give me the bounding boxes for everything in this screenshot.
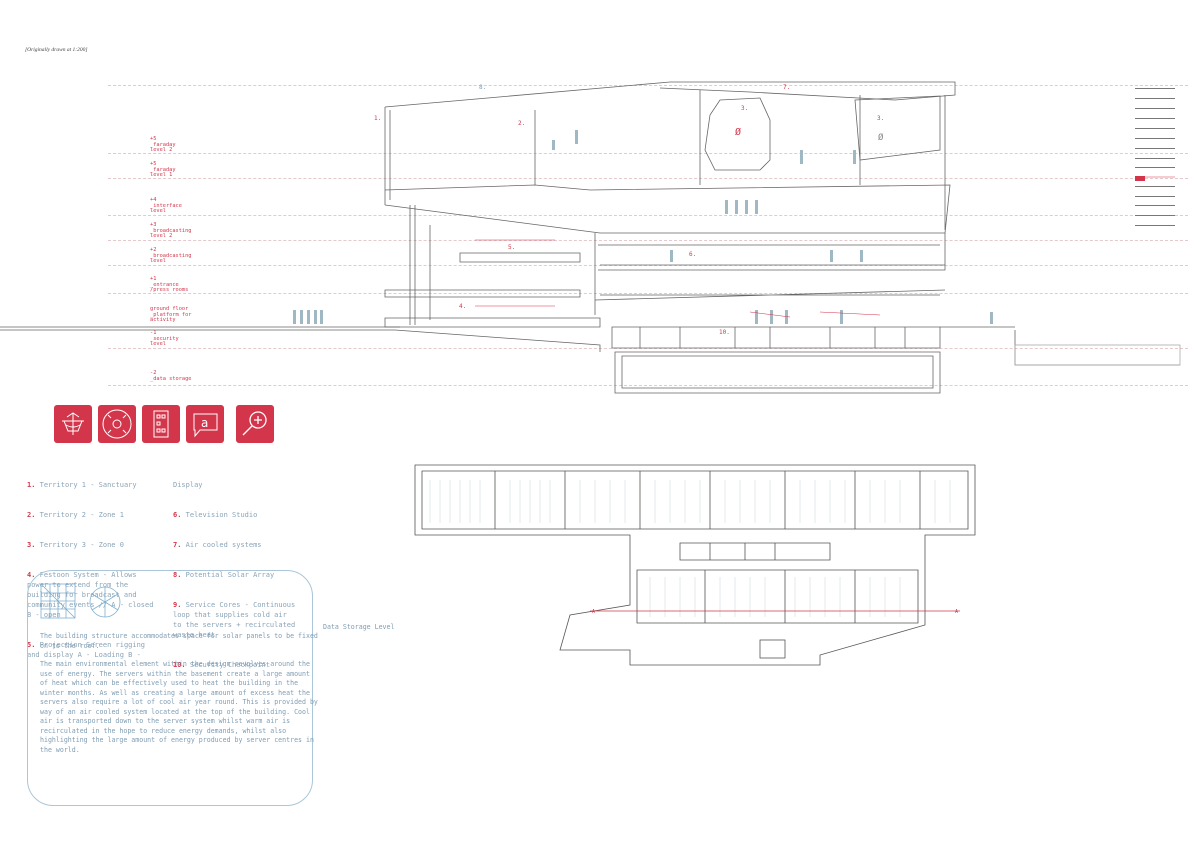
legend-item: 9. Service Cores - Continuous loop that … bbox=[173, 601, 296, 639]
level-line bbox=[108, 178, 1188, 179]
legend-item: Display bbox=[173, 481, 203, 489]
environment-panel bbox=[27, 570, 313, 806]
level-label-ground: ground floor _platform for activity bbox=[150, 306, 192, 324]
speech-bubble-icon: a bbox=[186, 405, 224, 443]
legend-item: 10. Security Checkpoint bbox=[173, 661, 270, 669]
plan-title: Data Storage Level bbox=[323, 623, 395, 631]
tag-7: 7. bbox=[783, 84, 791, 91]
legend-column-2: Display 6. Television Studio 7. Air cool… bbox=[173, 460, 295, 680]
legend-item: 6. Television Studio bbox=[173, 511, 258, 519]
legend-item: 7. Air cooled systems bbox=[173, 541, 262, 549]
level-line bbox=[108, 240, 1188, 241]
section-marker-right: A bbox=[955, 609, 959, 615]
environment-text: The building structure accommodates spac… bbox=[40, 632, 320, 764]
tag-1: 1. bbox=[374, 115, 382, 122]
tag-8: 8. bbox=[479, 84, 487, 91]
level-label-broadcasting-2: +3 _broadcasting level 2 bbox=[150, 222, 192, 240]
magnifier-icon bbox=[236, 405, 274, 443]
legend-item: 3. Territory 3 - Zone 0 bbox=[27, 541, 124, 549]
fan-icon bbox=[98, 405, 136, 443]
environment-paragraph-1: The building structure accommodates spac… bbox=[40, 632, 318, 650]
level-line bbox=[108, 153, 1188, 154]
legend-item: 8. Potential Solar Array bbox=[173, 571, 275, 579]
solar-wheel-icon bbox=[89, 586, 121, 618]
tag-2: 2. bbox=[518, 120, 526, 127]
tag-5: 5. bbox=[508, 244, 516, 251]
festoon-icon bbox=[54, 405, 92, 443]
data-storage-plan bbox=[414, 464, 976, 666]
sheet-index-active-marker bbox=[1135, 176, 1145, 181]
level-line bbox=[108, 385, 1188, 386]
structure-grid-icon bbox=[40, 583, 76, 619]
level-label-faraday-1: +5 _faraday level 1 bbox=[150, 161, 176, 179]
level-line bbox=[108, 293, 1188, 294]
scale-note: [Originally drawn at 1:200] bbox=[25, 47, 88, 53]
tag-3b: 3. bbox=[877, 115, 885, 122]
level-label-data-storage: -2 _data storage bbox=[150, 370, 192, 382]
level-label-security: -1 _security level bbox=[150, 330, 179, 348]
tag-3a: 3. bbox=[741, 105, 749, 112]
tag-4: 4. bbox=[459, 303, 467, 310]
level-line bbox=[108, 348, 1188, 349]
tag-10: 10. bbox=[719, 329, 730, 336]
zone-zero-b: Ø bbox=[878, 133, 884, 143]
server-icon bbox=[142, 405, 180, 443]
level-label-faraday-2: +5 _faraday level 2 bbox=[150, 136, 176, 154]
tag-6: 6. bbox=[689, 251, 697, 258]
building-section-drawing bbox=[0, 81, 1181, 394]
level-label-entrance: +1 _entrance /press rooms bbox=[150, 276, 189, 294]
legend-item: 1. Territory 1 - Sanctuary bbox=[27, 481, 137, 489]
environment-paragraph-2: The main environmental element within th… bbox=[40, 660, 318, 754]
legend-item: 2. Territory 2 - Zone 1 bbox=[27, 511, 124, 519]
legend-item: 5. Projection Screen rigging and display… bbox=[27, 641, 146, 659]
level-label-interface: +4 _interface level bbox=[150, 197, 182, 215]
level-label-broadcasting: +2 _broadcasting level bbox=[150, 247, 192, 265]
svg-text:a: a bbox=[201, 416, 208, 430]
level-line bbox=[108, 265, 1188, 266]
people-figures bbox=[293, 130, 993, 324]
level-line bbox=[108, 215, 1188, 216]
section-marker-left: A bbox=[592, 609, 596, 615]
zone-zero-a: Ø bbox=[735, 127, 742, 138]
roof-line bbox=[108, 85, 1188, 86]
